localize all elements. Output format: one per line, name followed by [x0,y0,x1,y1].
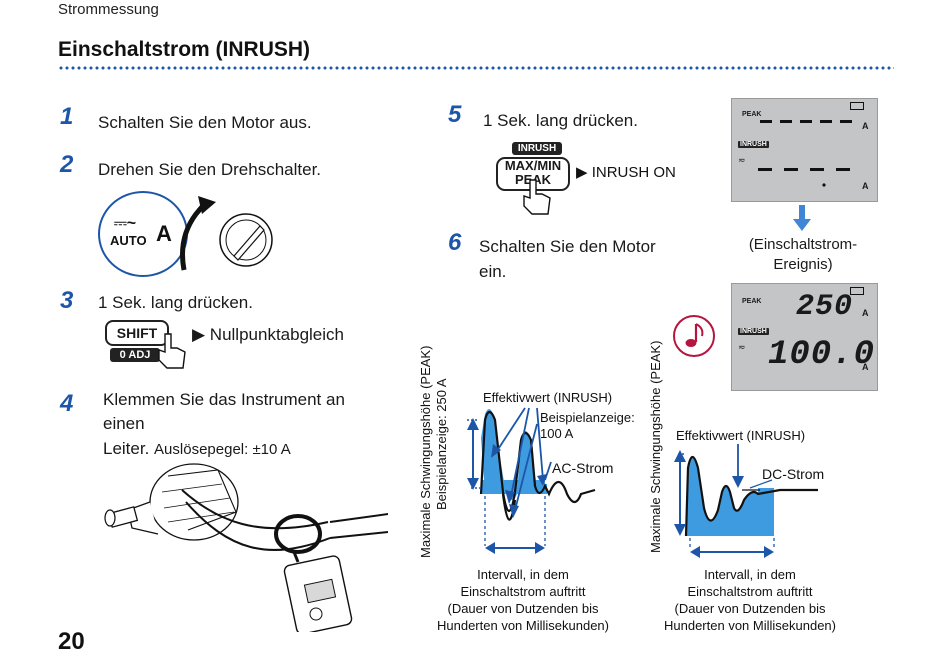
inrush-indicator: INRUSH [738,141,769,148]
section-header: Strommessung [58,1,159,18]
title-divider [58,66,894,70]
dc-peak-axis-label: Maximale Schwingungshöhe (PEAK) [648,340,663,553]
step-text-6-line2: ein. [479,262,507,281]
dash-row-bottom [758,168,850,187]
step-text-4-line2: einen [103,414,145,433]
battery-icon [850,287,864,295]
ac-peak-axis-label: Maximale Schwingungshöhe (PEAK) [418,345,433,558]
step-number-3: 3 [60,287,74,314]
step-number-1: 1 [60,103,74,130]
unit-top: A [862,121,869,131]
dash-row-top [760,120,852,123]
amp-label: A [156,221,172,246]
rotary-dial-icon [180,196,273,271]
dial-position-circle: ⎓~ AUTO A [98,191,188,277]
ac-peak-example: Beispielanzeige: 250 A [434,378,449,510]
step-number-5: 5 [448,101,462,128]
ac-waveform [467,407,596,554]
shift-button[interactable]: SHIFT [105,320,169,346]
step-text-4-line3: Leiter. Auslösepegel: ±10 A [103,439,291,458]
step-number-4: 4 [60,390,74,417]
battery-icon [850,102,864,110]
step-text-6-line1: Schalten Sie den Motor [479,237,656,256]
trigger-level: Auslösepegel: ±10 A [154,441,291,458]
peak-value: 250 [796,290,854,324]
ac-example-value: Beispielanzeige: 100 A [540,410,635,441]
step-text-3: 1 Sek. lang drücken. [98,293,253,312]
dc-interval-caption: Intervall, in dem Einschaltstrom auftrit… [664,567,836,633]
down-arrow-icon [793,205,811,231]
hand-press-icon [523,179,551,215]
maxmin-label: MAX/MIN [504,158,562,173]
dc-ac-symbol: ⎓~ [114,215,137,232]
inrush-tag: INRUSH [512,142,562,155]
step-number-2: 2 [60,151,74,178]
hand-press-icon [158,333,186,369]
auto-label: AUTO [110,233,147,248]
unit-bottom: A [862,181,869,191]
step-text-2: Drehen Sie den Drehschalter. [98,160,322,179]
maxmin-peak-button[interactable]: MAX/MIN PEAK [496,157,570,191]
dc-type-label: DC-Strom [762,466,825,482]
unit-top: A [862,308,869,318]
step-text-4-line1: Klemmen Sie das Instrument an [103,390,345,409]
dc-waveform [674,444,818,558]
inrush-value: 100.0 [768,336,876,374]
clamp-meter-illustration [104,463,388,632]
ac-interval-caption: Intervall, in dem Einschaltstrom auftrit… [437,567,609,633]
dc-rms-label: Effektivwert (INRUSH) [676,428,806,443]
acdc-symbol: ≂ [738,155,746,165]
inrush-event-caption: (Einschaltstrom- Ereignis) [748,236,858,273]
peak-indicator: PEAK [742,298,762,305]
lcd-display-idle: PEAK A INRUSH ≂ A [731,98,878,202]
step-number-6: 6 [448,229,462,256]
shift-result: ▶ Nullpunktabgleich [192,325,344,344]
page-number: 20 [58,628,85,655]
music-note-icon [673,315,715,357]
inrush-indicator: INRUSH [738,328,769,335]
lcd-display-event: PEAK 250 A INRUSH ≂ 100.0 A [731,283,878,391]
page-title: Einschaltstrom (INRUSH) [58,38,311,61]
step-text-5: 1 Sek. lang drücken. [483,111,638,130]
zero-adj-label: 0 ADJ [110,348,160,362]
step-text-1: Schalten Sie den Motor aus. [98,113,312,132]
inrush-on-result: ▶ INRUSH ON [576,164,676,181]
peak-indicator: PEAK [742,111,762,118]
acdc-symbol: ≂ [738,342,746,352]
ac-rms-label: Effektivwert (INRUSH) [483,390,613,405]
unit-bottom: A [862,362,869,372]
ac-type-label: AC-Strom [552,460,614,476]
